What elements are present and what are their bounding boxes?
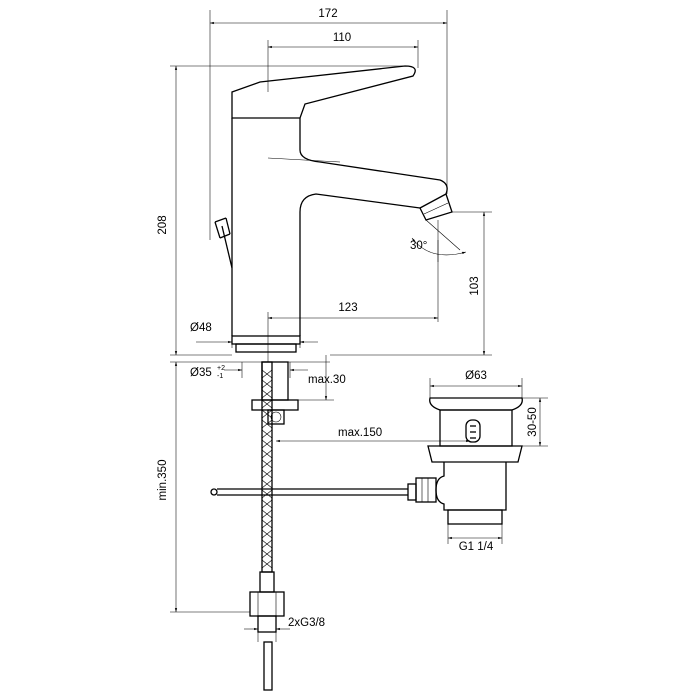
dimension-base-diameter (196, 336, 318, 348)
dim-208-label: 208 (157, 215, 169, 234)
dim-hole-tol-lower: -1 (217, 373, 223, 380)
dim-base-diameter-label: Ø48 (190, 322, 212, 334)
dimension-angle (411, 219, 467, 262)
dim-waste-thread-label: G1 1/4 (459, 541, 494, 553)
popup-link-rod (210, 483, 417, 501)
waste-fitting (415, 397, 523, 525)
dimension-min350 (170, 362, 250, 613)
dim-hole-tol-upper: +2 (217, 365, 225, 372)
dim-angle-label: 30° (410, 240, 427, 252)
dimension-max30 (298, 355, 334, 401)
dim-110-label: 110 (333, 32, 351, 44)
dim-hole-diameter-label: Ø35 (190, 367, 212, 379)
popup-rod (214, 217, 233, 269)
dimension-103 (330, 211, 492, 356)
dimension-208 (170, 65, 408, 356)
dim-waste-height-label: 30-50 (527, 407, 539, 436)
dim-min350-label: min.350 (157, 460, 169, 501)
dimension-waste-diameter (429, 378, 523, 398)
dim-123-label: 123 (338, 302, 357, 314)
dim-103-label: 103 (469, 276, 481, 295)
dimension-connection (244, 627, 290, 642)
dimension-waste-height (522, 397, 548, 447)
dimension-hole-diameter (224, 362, 308, 378)
dim-max150-label: max.150 (338, 427, 382, 439)
fixing-assembly (251, 361, 299, 425)
dim-waste-diameter-label: Ø63 (465, 370, 487, 382)
dim-172-label: 172 (318, 8, 337, 20)
dim-connection-label: 2xG3/8 (288, 617, 325, 629)
dimension-waste-thread (447, 524, 503, 544)
supply-hose (249, 361, 285, 691)
dim-max30-label: max.30 (308, 374, 346, 386)
dimension-172 (209, 10, 448, 240)
